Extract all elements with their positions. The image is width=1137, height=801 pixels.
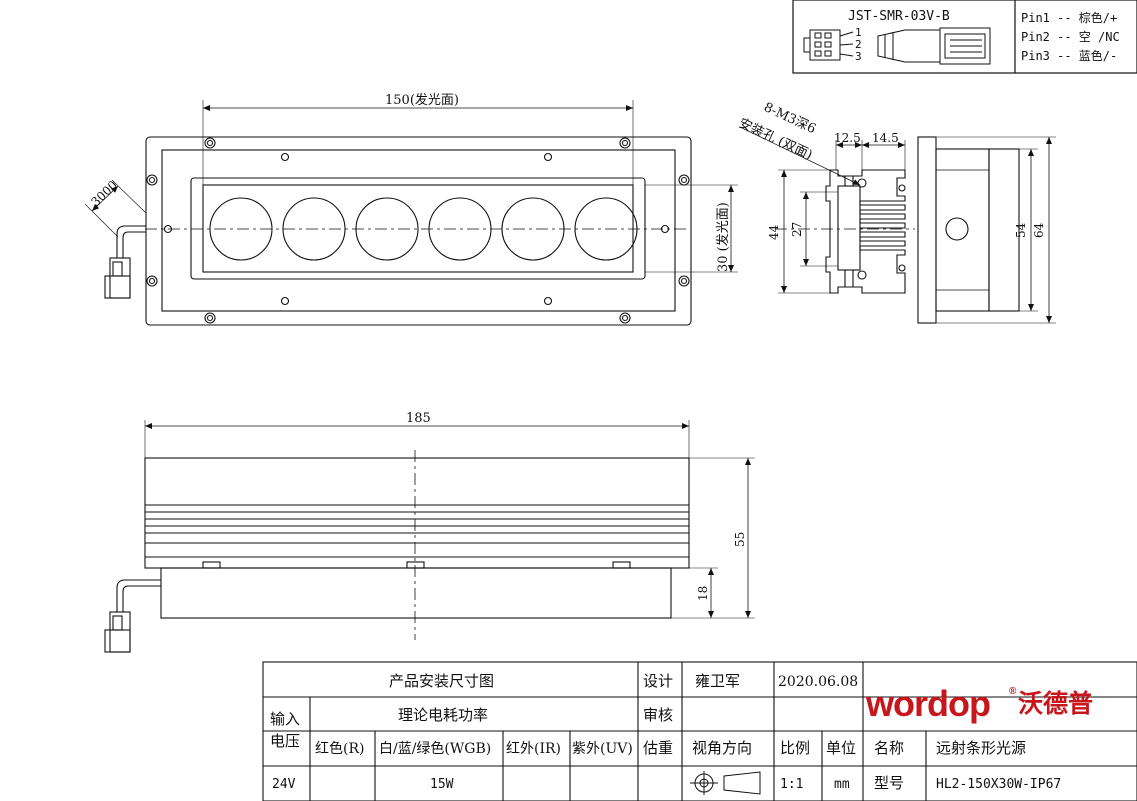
designer-name: 雍卫军 — [695, 672, 740, 690]
unit-value: mm — [834, 777, 850, 792]
drawing-date: 2020.06.08 — [778, 674, 858, 690]
product-name: 远射条形光源 — [936, 739, 1026, 757]
estimate-label: 估重 — [643, 739, 673, 757]
connector-box: JST-SMR-03V-B 1 2 3 Pin1 -- 棕色/+ Pin2 — [792, 0, 1137, 74]
pin-number-3: 3 — [855, 50, 862, 63]
unit-label: 单位 — [826, 739, 856, 757]
pin3-label: Pin3 -- 蓝色/- — [1021, 49, 1117, 63]
model-value: HL2-150X30W-IP67 — [936, 777, 1061, 792]
dim-185-label: 185 — [406, 411, 431, 426]
corner-screws — [146, 137, 690, 324]
title-block-text: 产品安装尺寸图 设计 雍卫军 2020.06.08 审核 理论电耗功率 输入 电… — [270, 672, 1061, 792]
cable — [104, 225, 146, 299]
end-view — [917, 136, 1056, 324]
col-wgb-label: 白/蓝/绿色(WGB) — [379, 740, 491, 757]
brand-chinese-name: 沃德普 — [1018, 689, 1093, 718]
drawing-title: 产品安装尺寸图 — [389, 672, 494, 690]
dim-54-label: 54 — [1014, 222, 1028, 238]
pin-number-1: 1 — [855, 26, 862, 39]
plug-icon — [877, 27, 991, 65]
lens-array — [209, 197, 638, 261]
connector-housing-icon — [803, 29, 854, 61]
input-voltage-label-line: 输入 — [270, 710, 300, 728]
dim-150-label: 150(发光面) — [385, 92, 459, 108]
pin2-label: Pin2 -- 空 /NC — [1021, 30, 1120, 44]
dim-27-label: 27 — [790, 222, 804, 237]
voltage-value: 24V — [272, 777, 296, 792]
dim-30-label: 30 (发光面) — [715, 202, 731, 272]
dim-44-label: 44 — [767, 224, 781, 240]
power-value: 15W — [430, 777, 454, 792]
input-voltage-label: 输入 电压 — [270, 710, 305, 750]
brand-wordmark: wordop — [865, 683, 990, 724]
col-red-label: 红色(R) — [315, 740, 364, 757]
pin-number-2: 2 — [855, 38, 862, 51]
cable-length-label: 3000 — [88, 178, 120, 209]
dim-12-5-label: 12.5 — [834, 131, 861, 145]
top-view — [84, 100, 738, 326]
view-direction-label: 视角方向 — [692, 739, 752, 757]
design-label: 设计 — [643, 672, 673, 690]
model-label: 型号 — [874, 774, 904, 792]
connector-part-label: JST-SMR-03V-B — [848, 9, 950, 24]
col-ir-label: 红外(IR) — [506, 741, 561, 757]
scale-value: 1:1 — [780, 777, 803, 792]
dim-18-label: 18 — [696, 586, 710, 601]
name-label: 名称 — [874, 739, 904, 757]
side-profile-view — [741, 127, 915, 294]
dim-64-label: 64 — [1032, 222, 1046, 238]
review-label: 审核 — [643, 706, 673, 724]
projection-symbol-icon — [690, 771, 761, 795]
input-voltage-label-line2: 电压 — [270, 732, 300, 750]
brand-registered-mark: ® — [1009, 686, 1017, 697]
front-view — [104, 420, 755, 653]
scale-label: 比例 — [780, 739, 810, 757]
dim-14-5-label: 14.5 — [872, 131, 899, 145]
title-block — [262, 661, 1137, 801]
col-uv-label: 紫外(UV) — [572, 741, 633, 757]
power-header: 理论电耗功率 — [398, 706, 488, 724]
pin1-label: Pin1 -- 棕色/+ — [1021, 10, 1117, 25]
brand-logo: wordop ® 沃德普 — [865, 683, 1093, 724]
dim-55-label: 55 — [733, 532, 747, 547]
